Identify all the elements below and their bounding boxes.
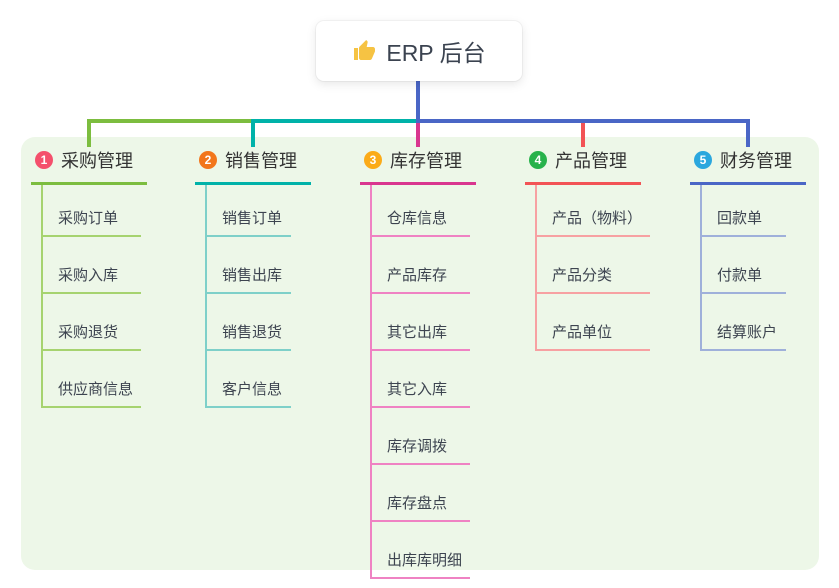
child-label: 采购退货 — [58, 324, 119, 341]
branch-badge: 3 — [364, 151, 382, 169]
root-label: ERP 后台 — [386, 40, 486, 66]
child-node[interactable]: 产品库存 — [372, 237, 471, 294]
child-label: 仓库信息 — [387, 210, 448, 227]
child-label: 销售出库 — [222, 267, 283, 284]
branch-badge: 1 — [35, 151, 53, 169]
child-label: 付款单 — [717, 267, 763, 284]
child-label: 结算账户 — [717, 324, 778, 341]
branch-5: 5 财务管理 回款单 付款单 结算账户 — [690, 145, 806, 351]
branch-title[interactable]: 2 销售管理 — [195, 145, 311, 185]
child-node[interactable]: 其它入库 — [372, 351, 471, 408]
child-node[interactable]: 库存盘点 — [372, 465, 471, 522]
child-label: 采购入库 — [58, 267, 119, 284]
branch-title[interactable]: 1 采购管理 — [31, 145, 147, 185]
child-node[interactable]: 采购退货 — [43, 294, 142, 351]
child-label: 产品（物料） — [552, 210, 643, 227]
child-label: 产品分类 — [552, 267, 613, 284]
branch-children: 销售订单 销售出库 销售退货 客户信息 — [205, 185, 291, 408]
connector-drop-branch-3 — [416, 121, 420, 147]
connector-root-stem — [416, 80, 420, 121]
child-label: 库存调拨 — [387, 438, 448, 455]
branch-label: 财务管理 — [720, 151, 792, 171]
child-node[interactable]: 仓库信息 — [372, 185, 471, 237]
branch-label: 库存管理 — [390, 151, 462, 171]
branch-badge: 4 — [529, 151, 547, 169]
child-node[interactable]: 销售订单 — [207, 185, 291, 237]
connector-drop-branch-5 — [746, 121, 750, 147]
child-label: 销售退货 — [222, 324, 283, 341]
branch-label: 采购管理 — [61, 151, 133, 171]
branch-children: 采购订单 采购入库 采购退货 供应商信息 — [41, 185, 142, 408]
child-node[interactable]: 库存调拨 — [372, 408, 471, 465]
branch-4: 4 产品管理 产品（物料） 产品分类 产品单位 — [525, 145, 651, 351]
branches-panel — [21, 137, 819, 570]
connector-drop-branch-4 — [581, 121, 585, 147]
branch-3: 3 库存管理 仓库信息 产品库存 其它出库 其它入库 库存调拨 库存盘点 出库库… — [360, 145, 476, 579]
child-node[interactable]: 采购入库 — [43, 237, 142, 294]
child-node[interactable]: 采购订单 — [43, 185, 142, 237]
child-node[interactable]: 结算账户 — [702, 294, 786, 351]
child-label: 回款单 — [717, 210, 763, 227]
child-node[interactable]: 销售出库 — [207, 237, 291, 294]
connector-trunk-green — [87, 119, 255, 123]
connector-drop-branch-1 — [87, 121, 91, 147]
child-label: 库存盘点 — [387, 495, 448, 512]
branch-label: 销售管理 — [225, 151, 297, 171]
connector-trunk-teal — [251, 119, 420, 123]
branch-badge: 2 — [199, 151, 217, 169]
child-node[interactable]: 销售退货 — [207, 294, 291, 351]
child-label: 出库库明细 — [387, 552, 463, 569]
child-label: 采购订单 — [58, 210, 119, 227]
thumbs-up-icon — [354, 40, 376, 60]
child-node[interactable]: 产品分类 — [537, 237, 651, 294]
child-node[interactable]: 产品单位 — [537, 294, 651, 351]
branch-children: 仓库信息 产品库存 其它出库 其它入库 库存调拨 库存盘点 出库库明细 — [370, 185, 471, 579]
child-label: 产品单位 — [552, 324, 613, 341]
child-label: 其它出库 — [387, 324, 448, 341]
child-node[interactable]: 供应商信息 — [43, 351, 142, 408]
branch-title[interactable]: 3 库存管理 — [360, 145, 476, 185]
branch-title[interactable]: 5 财务管理 — [690, 145, 806, 185]
child-node[interactable]: 付款单 — [702, 237, 786, 294]
child-node[interactable]: 产品（物料） — [537, 185, 651, 237]
child-label: 产品库存 — [387, 267, 448, 284]
child-node[interactable]: 出库库明细 — [372, 522, 471, 579]
child-node[interactable]: 其它出库 — [372, 294, 471, 351]
connector-drop-branch-2 — [251, 121, 255, 147]
branch-2: 2 销售管理 销售订单 销售出库 销售退货 客户信息 — [195, 145, 311, 408]
branch-children: 回款单 付款单 结算账户 — [700, 185, 786, 351]
connector-trunk-blue — [416, 119, 750, 123]
branch-children: 产品（物料） 产品分类 产品单位 — [535, 185, 651, 351]
child-node[interactable]: 客户信息 — [207, 351, 291, 408]
branch-title[interactable]: 4 产品管理 — [525, 145, 641, 185]
child-label: 销售订单 — [222, 210, 283, 227]
branch-1: 1 采购管理 采购订单 采购入库 采购退货 供应商信息 — [31, 145, 147, 408]
child-label: 客户信息 — [222, 381, 283, 398]
branch-label: 产品管理 — [555, 151, 627, 171]
root-node[interactable]: ERP 后台 — [316, 21, 522, 81]
child-node[interactable]: 回款单 — [702, 185, 786, 237]
branch-badge: 5 — [694, 151, 712, 169]
child-label: 其它入库 — [387, 381, 448, 398]
child-label: 供应商信息 — [58, 381, 134, 398]
